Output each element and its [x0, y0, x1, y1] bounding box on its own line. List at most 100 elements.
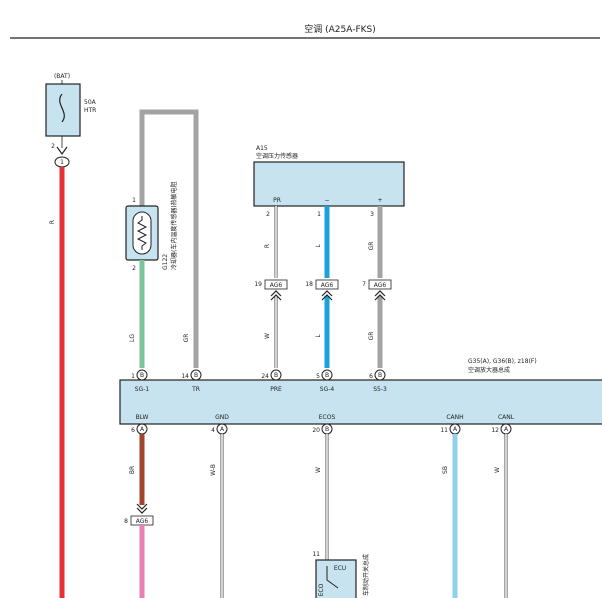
thermistor-name: 冷却器(车内温度传感器)热敏电阻	[170, 181, 178, 270]
amp-pin-conn: B	[194, 372, 198, 379]
fuse-chevron-icon	[56, 146, 68, 156]
thermistor-pin-top: 1	[132, 197, 136, 204]
blower-connector-label: AG6	[136, 518, 149, 525]
amp-pin-label: SG-4	[320, 386, 335, 393]
amp-pin-conn: B	[274, 372, 278, 379]
plus-connector-label: AG6	[374, 282, 387, 289]
amp-pin-number: 5	[316, 373, 320, 380]
blw-wire-color: BR	[129, 466, 136, 474]
amp-pin-circle	[321, 369, 333, 381]
amp-bottom-pin-gnd: GND 4 A	[211, 414, 229, 435]
amp-pin-number: 1	[131, 373, 135, 380]
pressure-sensor-name: 空调压力传感器	[256, 152, 298, 160]
amp-pin-circle	[190, 369, 202, 381]
amp-pin-label: TR	[191, 386, 200, 393]
amp-pin-conn: B	[325, 426, 329, 433]
canl-wire-color: W	[494, 467, 501, 473]
amp-pin-conn: B	[140, 372, 144, 379]
amp-pin-label: CANH	[446, 414, 463, 421]
minus-connector	[315, 279, 339, 290]
amplifier-name: 空调放大器总成	[468, 366, 510, 374]
amp-pin-number: 20	[312, 427, 320, 434]
minus-connector-label: AG6	[321, 282, 334, 289]
page-title: 空调 (A25A-FKS)	[304, 23, 376, 35]
pr-conn-pin: 19	[254, 281, 262, 288]
amplifier-codes: G35(A), G36(B), z18(F)	[468, 358, 537, 365]
amp-pin-conn: A	[504, 426, 509, 433]
amp-pin-circle	[270, 369, 282, 381]
resistor-zigzag-icon	[136, 216, 148, 250]
eco-switch-label-ecu: ECU	[334, 565, 346, 572]
blower-conn-pin: 8	[124, 518, 128, 525]
amp-pin-circle	[136, 369, 148, 381]
pressure-pin-label-minus: −	[324, 197, 329, 204]
amp-pin-conn: A	[453, 426, 458, 433]
pr-pin-number: 2	[266, 211, 270, 218]
amp-top-pin-sg1: 1 B SG-1	[131, 369, 150, 393]
amp-pin-circle	[374, 369, 386, 381]
eco-switch-label-eco: ECO	[318, 583, 325, 596]
minus-chevron-icon	[321, 290, 333, 301]
amp-pin-label: SG-1	[135, 386, 150, 393]
pressure-pin-label-pr: PR	[273, 197, 281, 204]
amp-pin-label: ECOS	[319, 414, 336, 421]
fuse-terminal-number: 1	[60, 159, 64, 166]
amp-pin-number: 24	[261, 373, 269, 380]
eco-switch-pin: 11	[312, 551, 320, 558]
amp-pin-conn: A	[140, 426, 145, 433]
amp-top-pin-pre: 24 B PRE	[261, 369, 282, 393]
amp-pin-conn: B	[378, 372, 382, 379]
amp-top-pin-tr: 14 B TR	[181, 369, 202, 393]
minus-wire-color-bottom: L	[315, 334, 322, 338]
amp-pin-conn: A	[220, 426, 225, 433]
amp-pin-label: BLW	[136, 414, 149, 421]
tr-wire-color: GR	[183, 334, 190, 343]
fuse-element-icon	[59, 93, 65, 123]
minus-wire-color-top: L	[315, 244, 322, 248]
plus-conn-pin: 7	[362, 281, 366, 288]
minus-conn-pin: 18	[305, 281, 313, 288]
pr-chevron-icon	[270, 290, 282, 301]
fuse-rating: 50A	[84, 99, 97, 106]
amp-pin-conn: B	[325, 372, 329, 379]
pr-connector	[264, 279, 288, 290]
thermistor-gray-loop	[139, 109, 199, 368]
left-wire-color: R	[49, 220, 56, 224]
amp-pin-number: 6	[131, 427, 135, 434]
amp-pin-number: 14	[181, 373, 189, 380]
eco-switch-name: 车制动开关总成	[362, 554, 370, 596]
plus-chevron-icon	[374, 290, 386, 301]
amp-pin-number: 6	[369, 373, 373, 380]
pr-wire-color-bottom: W	[264, 333, 271, 339]
thermistor-code: G122	[162, 254, 169, 270]
plus-pin-number: 3	[370, 211, 374, 218]
sg1-wire-color: LG	[129, 334, 136, 342]
amp-top-pin-sg4: 5 B SG-4	[316, 369, 335, 393]
plus-wire-color-bottom: GR	[368, 332, 375, 341]
plus-wire-color-top: GR	[368, 242, 375, 251]
pressure-sensor-code: A15	[256, 145, 268, 152]
amp-bottom-pin-ecos: ECOS 20 B	[312, 414, 336, 435]
amp-pin-number: 11	[440, 427, 448, 434]
fuse-name: HTR	[84, 107, 96, 114]
amp-pin-label: PRE	[270, 386, 282, 393]
fuse-pin-number: 2	[51, 143, 55, 150]
amp-pin-number: 12	[491, 427, 499, 434]
minus-pin-number: 1	[317, 211, 321, 218]
eco-switch-box	[315, 559, 357, 598]
plus-connector	[368, 279, 392, 290]
eco-switch-icon	[326, 566, 339, 589]
amp-pin-number: 4	[211, 427, 215, 434]
blw-chevron-icon	[136, 503, 148, 514]
ecos-wire-color: W	[315, 467, 322, 473]
pressure-sensor-box	[253, 161, 405, 207]
amplifier-box	[119, 379, 602, 425]
canh-wire-color: SB	[442, 466, 449, 474]
amp-top-pin-s53: 6 B S5-3	[369, 369, 387, 393]
pr-wire-color-top: R	[264, 244, 271, 248]
amp-pin-label: S5-3	[373, 386, 387, 393]
pressure-pin-label-plus: +	[377, 197, 382, 204]
gnd-wire-color: W-B	[210, 464, 217, 476]
